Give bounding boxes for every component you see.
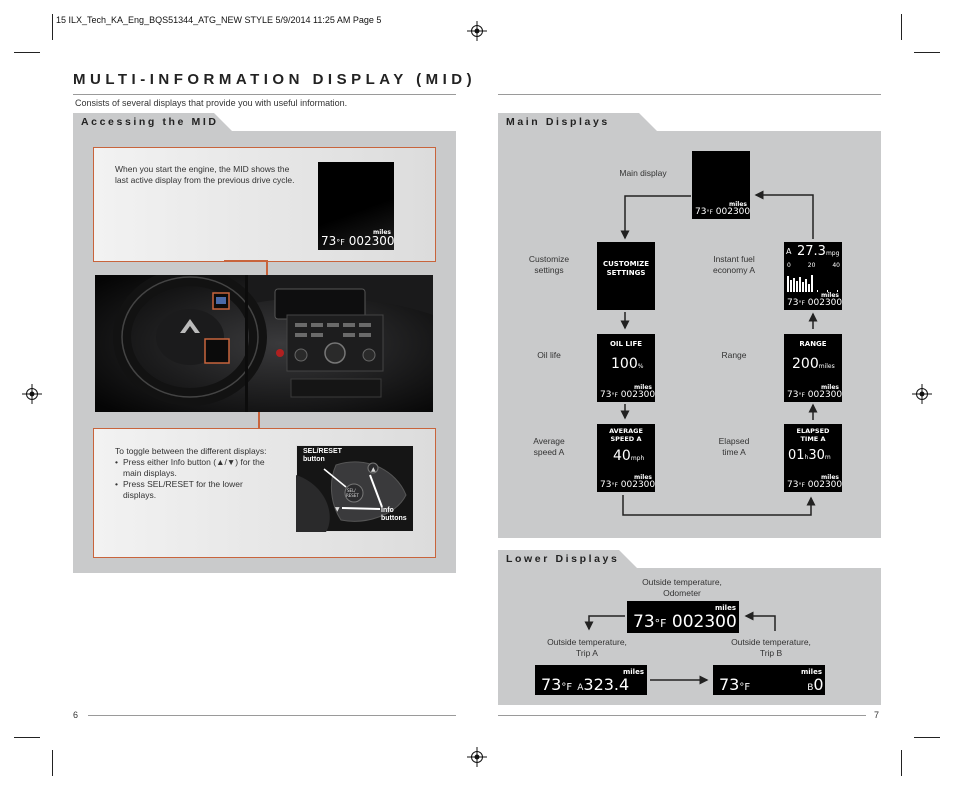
registration-mark-icon xyxy=(912,384,932,404)
title-rule-right xyxy=(498,94,881,95)
temp-unit: °F xyxy=(336,238,345,247)
mid-screen-startup: miles 73°F 002300 xyxy=(318,162,394,250)
odometer-readout: 73°F 002300 xyxy=(321,234,394,248)
page-number-left: 6 xyxy=(73,710,79,720)
section-tab xyxy=(498,113,638,131)
startup-info-text: When you start the engine, the MID shows… xyxy=(115,164,295,185)
dashboard-photo xyxy=(95,275,433,412)
mid-screen-main: miles 73°F 002300 xyxy=(692,151,750,219)
crop-mark xyxy=(14,52,40,53)
registration-mark-icon xyxy=(467,21,487,41)
range-label: Range xyxy=(721,350,747,360)
registration-mark-icon xyxy=(22,384,42,404)
lower-displays-heading: Lower Displays xyxy=(506,553,620,565)
accessing-heading: Accessing the MID xyxy=(81,116,219,128)
section-tab xyxy=(73,113,213,131)
temp-value: 73 xyxy=(321,234,337,248)
odometer-value: 002300 xyxy=(348,234,394,248)
svg-text:▼: ▼ xyxy=(335,506,340,513)
crop-mark xyxy=(52,14,53,40)
svg-text:SEL/: SEL/ xyxy=(347,488,356,493)
crop-mark xyxy=(52,750,53,776)
title-rule xyxy=(73,94,456,95)
crop-mark xyxy=(901,14,902,40)
svg-text:RESET: RESET xyxy=(346,493,359,498)
mid-screen-oil-life: OIL LIFE 100% miles 73°F 002300 xyxy=(597,334,655,402)
lower-right-label: Outside temperature,Trip B xyxy=(731,637,811,658)
registration-mark-icon xyxy=(467,747,487,767)
fuel-bar-graph xyxy=(787,275,838,292)
lower-screen-trip-b: miles 73°F B0.0 xyxy=(713,665,825,695)
toggle-intro: To toggle between the different displays… xyxy=(115,446,267,456)
connector-line xyxy=(224,260,268,262)
tab-slant xyxy=(617,550,637,568)
miles-label: miles xyxy=(372,229,391,236)
crop-mark xyxy=(914,52,940,53)
lower-flow-arrows xyxy=(584,611,776,685)
toggle-bullet-1: •Press either Info button (▲/▼) for the … xyxy=(115,457,265,478)
footer-rule-right xyxy=(498,715,866,716)
tab-slant xyxy=(637,113,657,131)
toggle-info-text: To toggle between the different displays… xyxy=(115,446,275,501)
main-flow-arrows xyxy=(620,190,818,516)
tab-slant xyxy=(212,113,232,131)
oil-life-label: Oil life xyxy=(537,350,561,360)
crop-mark xyxy=(901,750,902,776)
page-subtitle: Consists of several displays that provid… xyxy=(75,98,348,108)
main-display-label: Main display xyxy=(619,168,667,178)
lower-left-label: Outside temperature,Trip A xyxy=(547,637,627,658)
toggle-bullet-2: •Press SEL/RESET for the lower displays. xyxy=(115,479,243,500)
lower-screen-odometer: miles 73°F 002300 xyxy=(627,601,739,633)
mid-screen-range: RANGE 200miles miles 73°F 002300 xyxy=(784,334,842,402)
page-title: MULTI-INFORMATION DISPLAY (MID) xyxy=(73,71,477,88)
crop-mark xyxy=(914,737,940,738)
connector-line xyxy=(266,260,268,276)
svg-text:▲: ▲ xyxy=(371,466,376,473)
footer-rule-left xyxy=(88,715,456,716)
print-slug: 15 ILX_Tech_KA_Eng_BQS51344_ATG_NEW STYL… xyxy=(56,15,382,25)
section-tab xyxy=(498,550,618,568)
page-number-right: 7 xyxy=(874,710,880,720)
main-displays-heading: Main Displays xyxy=(506,116,610,128)
lower-screen-trip-a: miles 73°F A323.4 xyxy=(535,665,647,695)
steering-buttons-photo: SEL/ RESET ▲ ▼ xyxy=(296,445,414,532)
crop-mark xyxy=(14,737,40,738)
lower-top-label: Outside temperature,Odometer xyxy=(642,577,722,598)
